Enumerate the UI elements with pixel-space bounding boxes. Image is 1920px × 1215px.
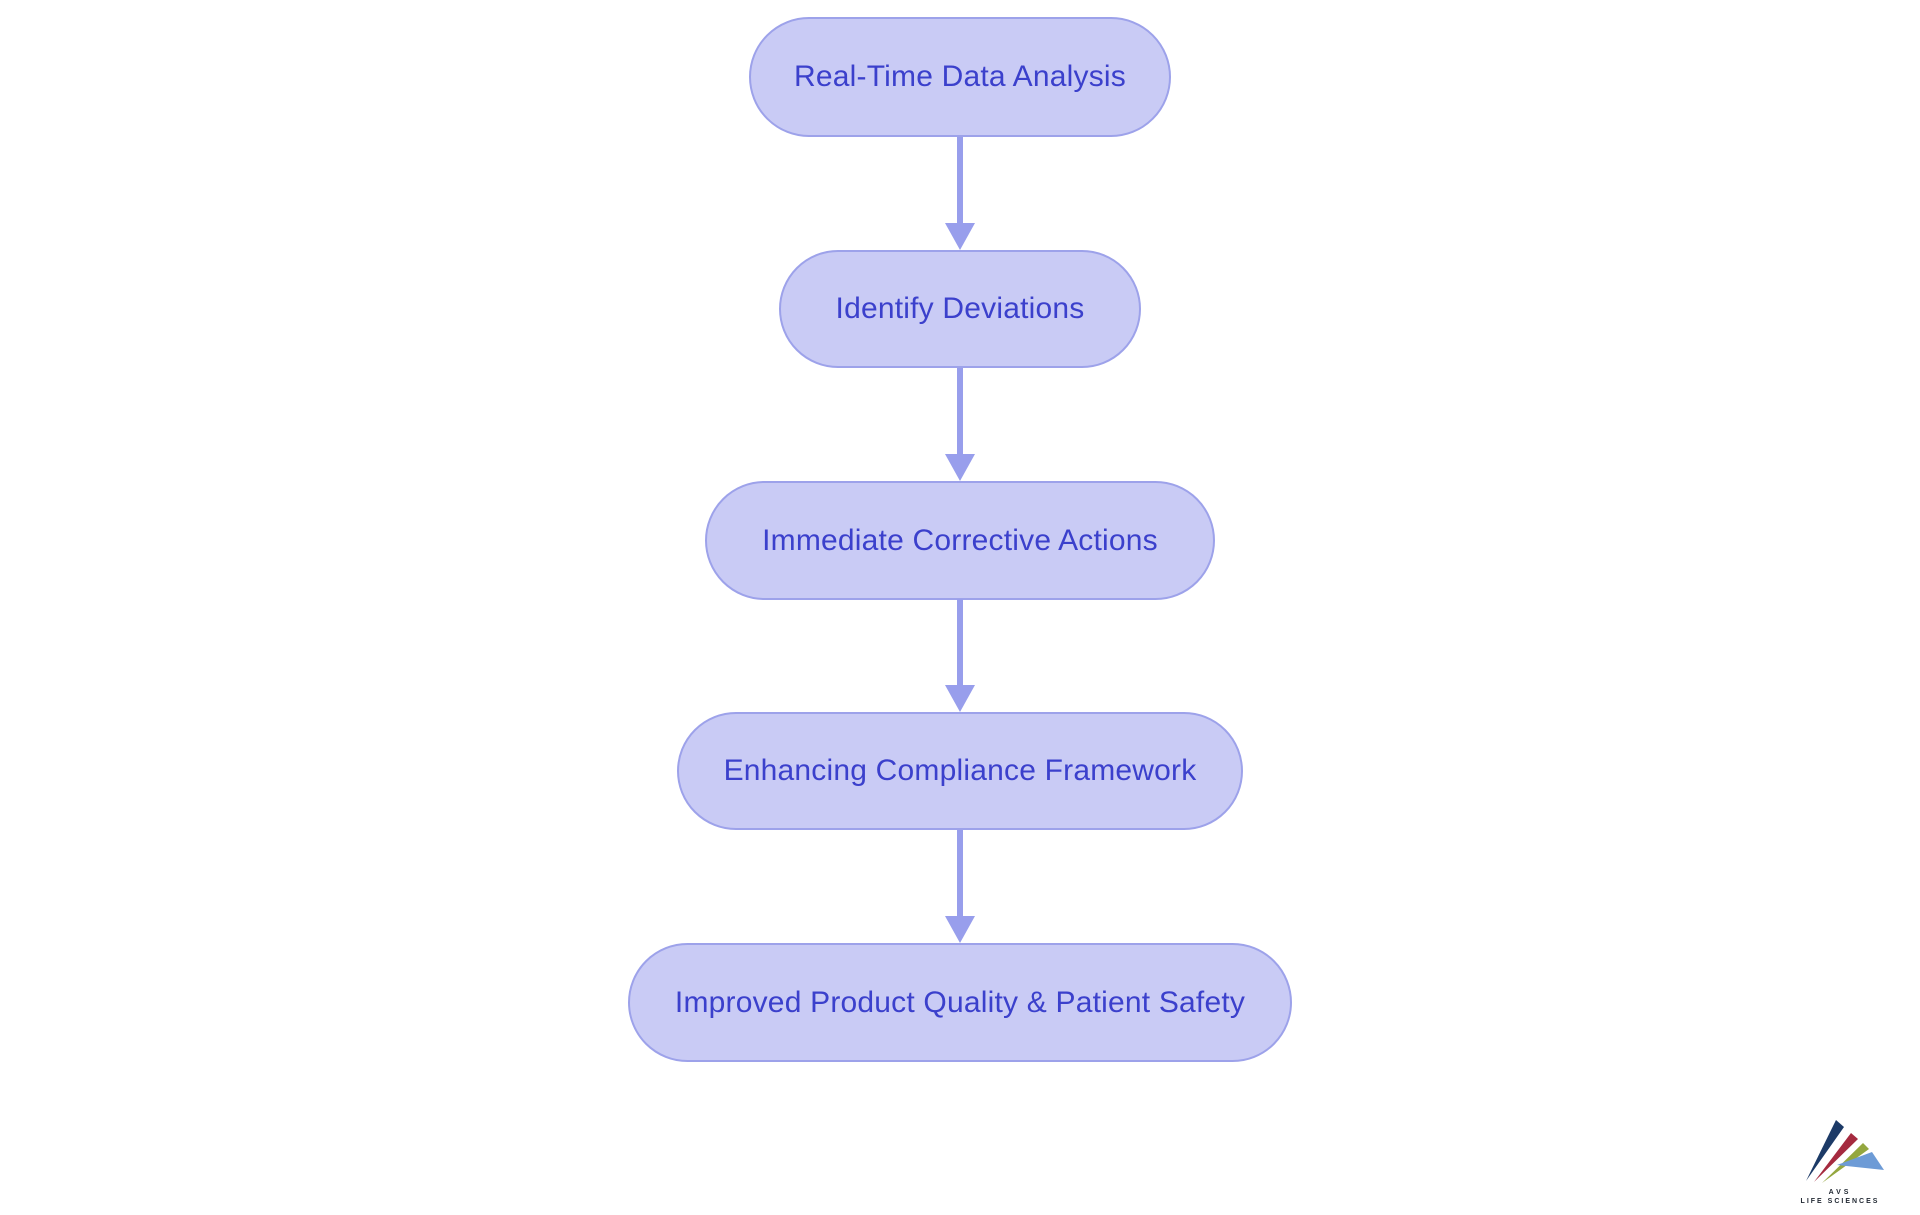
flow-arrow-down-icon (945, 137, 975, 250)
node-label: Immediate Corrective Actions (762, 523, 1158, 557)
flow-node-real-time-data-analysis: Real-Time Data Analysis (749, 17, 1171, 137)
node-label: Identify Deviations (835, 292, 1085, 325)
flow-node-improved-product-quality-patient-safety: Improved Product Quality & Patient Safet… (628, 943, 1292, 1062)
flow-node-identify-deviations: Identify Deviations (779, 250, 1141, 368)
flow-node-immediate-corrective-actions: Immediate Corrective Actions (705, 481, 1215, 600)
flow-arrow-down-icon (945, 599, 975, 712)
avs-life-sciences-logo: AVS LIFE SCIENCES (1778, 1110, 1902, 1205)
flow-arrow-down-icon (945, 830, 975, 943)
logo-blade-navy (1806, 1120, 1844, 1181)
logo-text-avs: AVS (1828, 1189, 1852, 1196)
flow-node-enhancing-compliance-framework: Enhancing Compliance Framework (677, 712, 1243, 830)
logo-blade-red (1814, 1133, 1858, 1182)
flow-arrow-down-icon (945, 368, 975, 481)
node-label: Real-Time Data Analysis (794, 60, 1126, 93)
logo-blade-blue (1837, 1152, 1884, 1170)
node-label: Improved Product Quality & Patient Safet… (674, 985, 1246, 1019)
node-label: Enhancing Compliance Framework (723, 754, 1197, 787)
logo-text-life-sciences: LIFE SCIENCES (1800, 1198, 1880, 1205)
avs-logo-blades-icon (1806, 1120, 1884, 1183)
